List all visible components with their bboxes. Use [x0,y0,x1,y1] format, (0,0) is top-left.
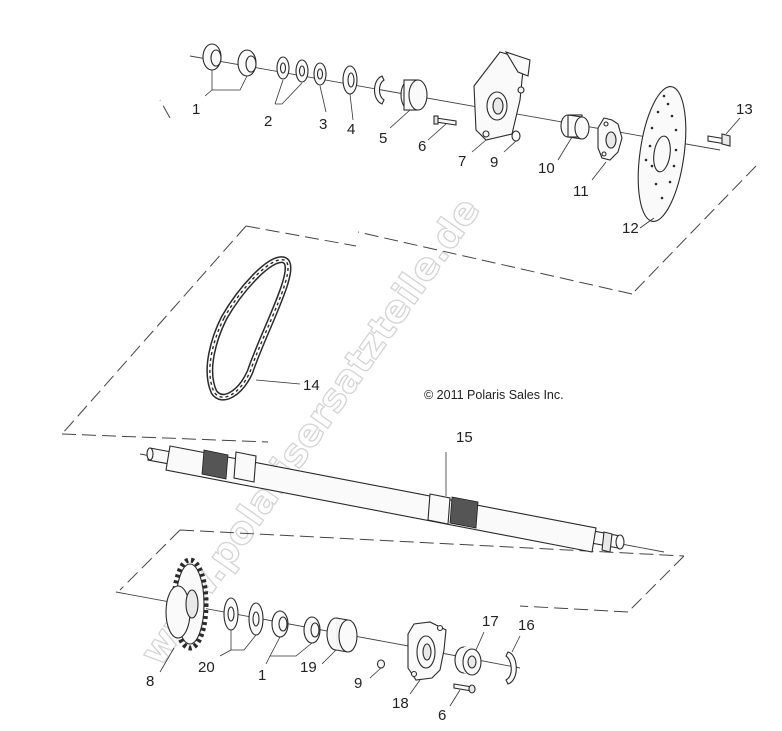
top-plane-outline [159,99,757,295]
top-axis [189,55,721,151]
callout-8: 8 [146,673,154,690]
callout-9-top: 9 [490,154,498,171]
leader-12 [639,217,655,229]
leader-14 [255,379,301,385]
callout-7: 7 [458,153,466,170]
leader-9-top [503,140,517,153]
leader-1-bottom [265,636,313,665]
part-20-washers [223,597,264,636]
part-19-bearing [326,617,358,653]
part-17-bearing [454,646,482,676]
part-4-washer [342,65,358,95]
leader-6-top [427,123,447,141]
part-5-bearing [400,79,428,111]
callout-18: 18 [392,695,409,712]
part-15-shaft [146,445,625,553]
callout-1-bottom: 1 [258,667,266,684]
leader-20 [219,630,257,657]
leader-5 [389,109,411,129]
callout-10: 10 [538,160,555,177]
callout-16: 16 [518,617,535,634]
leader-17 [475,631,485,651]
part-18-housing [407,621,447,681]
copyright-text: © 2011 Polaris Sales Inc. [424,388,564,402]
callout-13: 13 [736,101,753,118]
leader-3 [319,85,327,113]
part-12-brake-disc [637,86,687,222]
part-9-nut-top [511,130,521,142]
callout-15: 15 [456,429,473,446]
part-10-spacer [560,114,590,140]
leader-1 [204,70,248,97]
part-9-nut-bottom [376,659,386,669]
callout-6-top: 6 [418,138,426,155]
middle-plane-outline [61,225,357,443]
part-6-bolt-bottom [453,683,476,694]
part-13-bolt [707,133,731,147]
leader-8 [159,647,175,673]
leader-11 [591,161,607,181]
leader-18 [409,679,421,695]
callout-20: 20 [198,659,215,676]
part-5-snap-ring [373,75,385,105]
leader-7 [471,139,487,153]
leader-19 [321,649,337,665]
callout-9-bottom: 9 [354,675,362,692]
callout-14: 14 [303,377,320,394]
leader-6-bottom [449,689,461,707]
callout-5: 5 [379,130,387,147]
callout-6-bottom: 6 [438,707,446,724]
callout-11: 11 [573,183,589,200]
leader-9-bottom [369,667,382,679]
callout-1-top: 1 [192,101,200,118]
callout-3: 3 [319,116,327,133]
leader-13 [725,117,741,135]
part-1-nuts [202,43,257,77]
callout-17: 17 [482,613,499,630]
part-1-nuts-bottom [271,610,321,644]
part-6-bolt [433,115,457,126]
part-7-housing [473,51,531,141]
part-11-hub [597,117,623,161]
bottom-plane-outline [119,529,685,613]
leader-4 [349,93,354,121]
part-8-sprocket [165,557,209,651]
part-2-washers [276,56,327,86]
leader-10 [557,136,573,161]
part-16-snap-ring [505,651,517,685]
callout-2: 2 [264,113,272,130]
part-14-chain [206,256,292,401]
callout-12: 12 [622,220,639,237]
leader-2 [274,79,303,105]
callout-4: 4 [347,121,355,138]
callout-19: 19 [300,659,317,676]
leader-16 [511,635,521,653]
